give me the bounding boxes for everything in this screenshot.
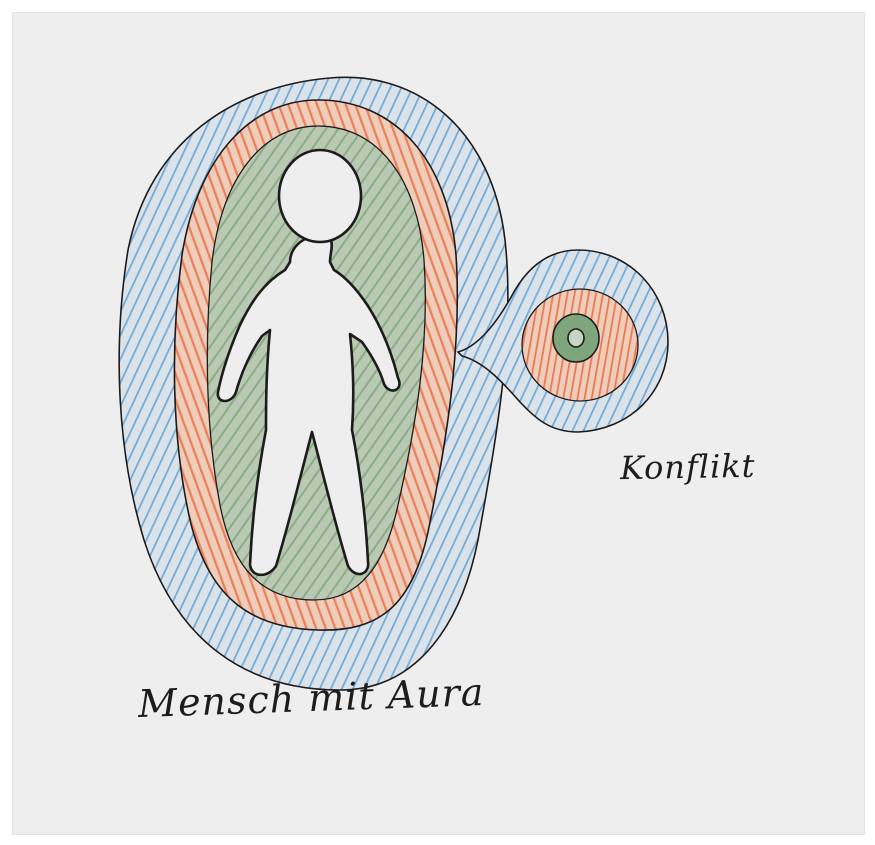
conflict-center-dot [568,329,584,347]
person-head [279,150,361,242]
conflict-label: Konflikt [620,447,756,487]
